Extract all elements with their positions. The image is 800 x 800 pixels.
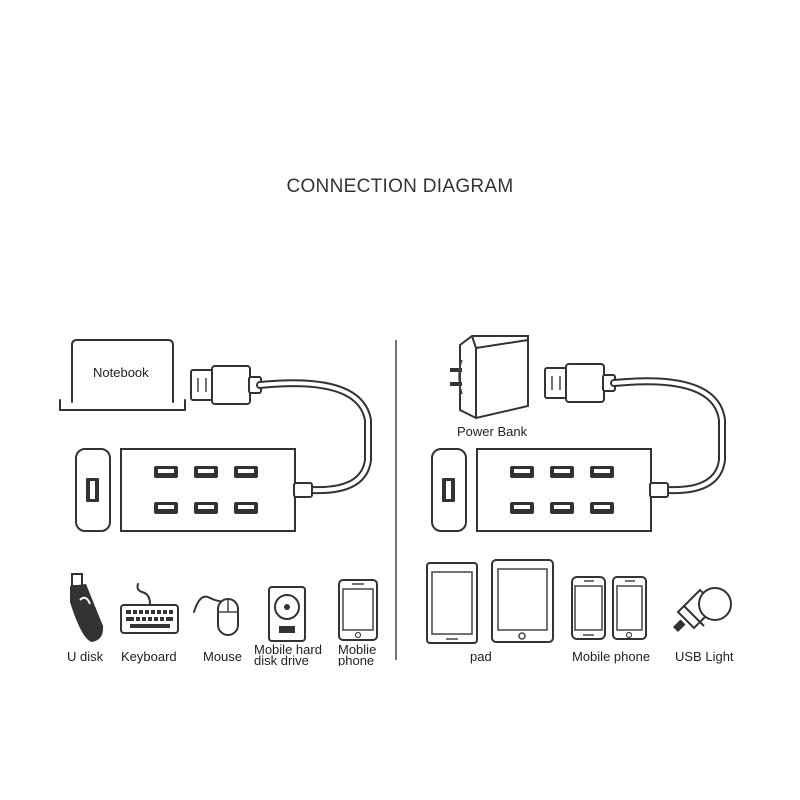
mouse-icon: [193, 595, 239, 636]
mobile-hard-disk-drive-label: Mobile hard disk drive: [254, 644, 322, 666]
u-disk-label: U disk: [67, 649, 104, 664]
usb-plug-icon-right: [544, 363, 616, 403]
power-bank-label: Power Bank: [457, 424, 528, 439]
mobile-phone-label: Mobile phone: [572, 649, 651, 664]
usb-plug-icon-left: [190, 365, 262, 405]
usb-light-icon: [672, 587, 732, 633]
phone-icon-left: [338, 579, 378, 641]
usb-hub-icon-right: [431, 448, 669, 532]
keyboard-icon: [120, 583, 179, 634]
usb-light-label: USB Light: [675, 649, 734, 664]
power-adapter-icon: [450, 335, 529, 420]
hard-drive-icon: [268, 586, 306, 642]
phone-icon-right-1: [571, 576, 606, 640]
notebook-icon: [59, 339, 186, 411]
notebook-label: Notebook: [93, 365, 149, 380]
diagram-title: CONNECTION DIAGRAM: [286, 176, 514, 197]
phone-icon-right-2: [612, 576, 647, 640]
pad-label: pad: [470, 649, 492, 664]
u-disk-icon: [70, 573, 104, 642]
tablet-icon-2: [491, 559, 554, 643]
keyboard-label: Keyboard: [121, 649, 177, 664]
mouse-label: Mouse: [203, 649, 243, 664]
moblie-phone-label: Moblie phone: [338, 644, 377, 666]
tablet-icon-1: [426, 562, 478, 644]
usb-hub-icon-left: [75, 448, 313, 532]
